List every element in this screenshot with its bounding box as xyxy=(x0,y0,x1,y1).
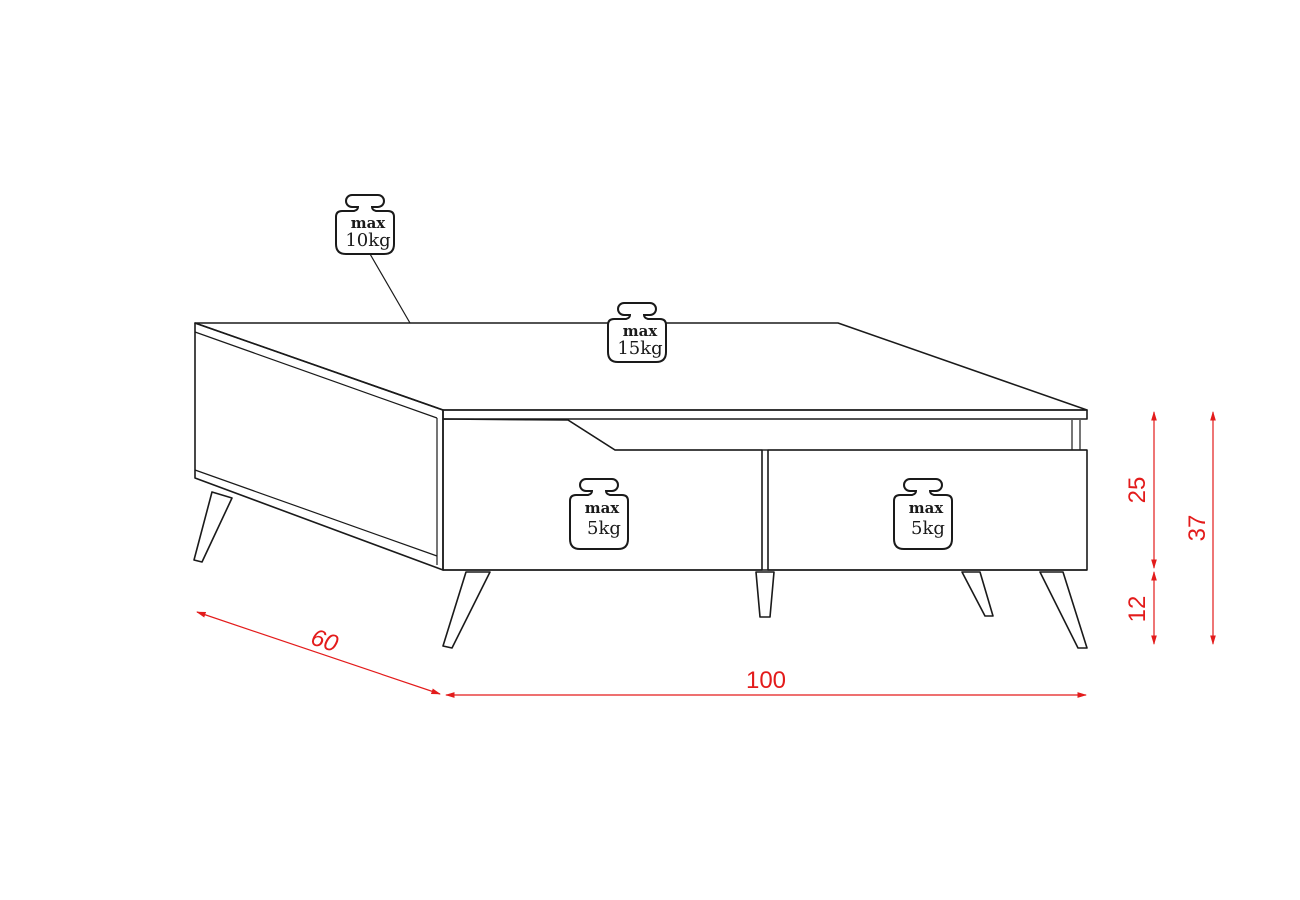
dimension-leg-height: 12 xyxy=(1124,571,1157,645)
weight-max-label: max xyxy=(351,214,387,232)
weight-max-label: max xyxy=(585,499,621,517)
left-side-panel xyxy=(194,322,444,571)
weight-icon-drawer-left-5kg: max 5kg xyxy=(569,478,629,550)
open-slot xyxy=(567,419,1087,451)
dimension-total-height: 37 xyxy=(1184,411,1216,645)
weight-value-label: 10kg xyxy=(345,230,390,251)
weight-value-label: 5kg xyxy=(911,518,945,539)
dimension-depth: 60 xyxy=(196,611,441,695)
depth-label: 60 xyxy=(307,624,342,658)
total-height-label: 37 xyxy=(1184,515,1211,542)
width-label: 100 xyxy=(746,667,786,694)
weight-max-label: max xyxy=(909,499,945,517)
leg-height-label: 12 xyxy=(1124,596,1151,623)
leg-front-middle xyxy=(755,571,775,618)
leg-front-left xyxy=(442,571,491,649)
table-top-front-edge xyxy=(442,409,1088,420)
body-height-label: 25 xyxy=(1124,477,1151,504)
weight-icon-top-10kg: max 10kg xyxy=(335,194,395,255)
leg-back-left xyxy=(193,491,233,563)
weight-max-label: max xyxy=(623,322,659,340)
coffee-table-drawing xyxy=(193,253,1088,649)
weight-value-label: 5kg xyxy=(587,518,621,539)
weight-icon-drawer-right-5kg: max 5kg xyxy=(893,478,953,550)
leg-back-right xyxy=(961,571,994,617)
leg-front-right xyxy=(1039,571,1088,649)
weight-leader-line xyxy=(369,253,411,324)
weight-value-label: 15kg xyxy=(617,338,662,359)
weight-icon-table-top-15kg: max 15kg xyxy=(607,302,667,363)
dimension-width: 100 xyxy=(445,667,1087,698)
dimension-body-height: 25 xyxy=(1124,411,1157,569)
